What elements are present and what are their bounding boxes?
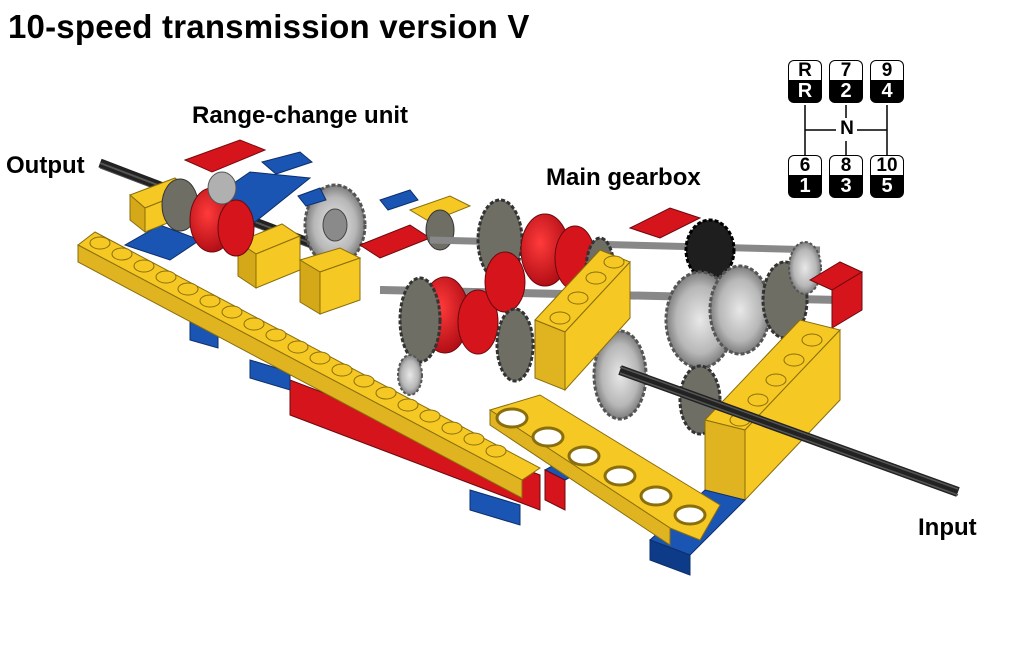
range-change-unit xyxy=(123,139,367,289)
front-liftarm xyxy=(488,394,746,576)
gate-upper-label: R xyxy=(788,60,822,81)
neutral-label: N xyxy=(838,118,856,140)
beam-studs xyxy=(89,236,507,458)
input-label: Input xyxy=(918,514,977,541)
shift-gate-lines xyxy=(804,105,888,155)
gate-top-2: 7 2 xyxy=(829,60,863,103)
gate-lower-label: 3 xyxy=(829,175,863,198)
gate-upper-label: 8 xyxy=(829,155,863,176)
gate-lower-label: 5 xyxy=(870,175,904,198)
front-yellow-beam xyxy=(77,231,541,526)
gate-bottom-2: 8 3 xyxy=(829,155,863,198)
gate-upper-label: 6 xyxy=(788,155,822,176)
page-title: 10-speed transmission version V xyxy=(8,8,530,45)
gate-top-3: 9 4 xyxy=(870,60,904,103)
range-change-label: Range-change unit xyxy=(192,102,409,129)
gate-upper-label: 7 xyxy=(829,60,863,81)
gate-lower-label: 2 xyxy=(829,80,863,103)
main-gearbox xyxy=(379,198,864,502)
gate-bottom-1: 6 1 xyxy=(788,155,822,198)
gate-bottom-3: 10 5 xyxy=(870,155,904,198)
gate-top-1: R R xyxy=(788,60,822,103)
gate-lower-label: 1 xyxy=(788,175,822,198)
gate-lower-label: R xyxy=(788,80,822,103)
gate-lower-label: 4 xyxy=(870,80,904,103)
gate-upper-label: 10 xyxy=(870,155,904,176)
input-shaft xyxy=(618,365,960,497)
gate-upper-label: 9 xyxy=(870,60,904,81)
main-gearbox-label: Main gearbox xyxy=(546,164,701,191)
output-label: Output xyxy=(6,152,85,179)
